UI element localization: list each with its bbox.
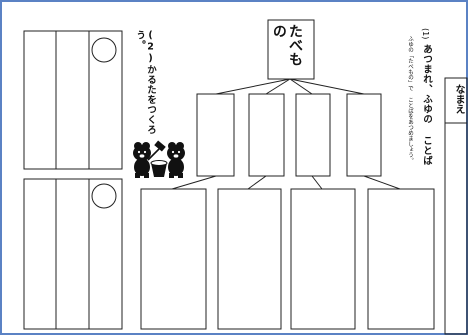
- section1-title: あつまれ、ふゆの ことば: [421, 44, 432, 166]
- word-boxes-upper: [196, 93, 382, 177]
- word-box-upper-3: [295, 93, 331, 177]
- word-box-lower-3: [290, 188, 356, 330]
- word-web-lines: [171, 78, 401, 190]
- word-box-upper-2: [248, 93, 285, 177]
- karuta-initial-circle-bottom: [91, 183, 117, 209]
- name-field-box: [444, 77, 468, 335]
- section1-number: (1): [421, 28, 430, 40]
- section2-title: (2)かるたをつくろう。: [134, 30, 156, 135]
- bear-cubs-making-mochi-icon: [133, 140, 185, 178]
- center-word-label: たべもの: [270, 24, 303, 66]
- word-box-lower-2: [217, 188, 282, 330]
- karuta-card-bottom: [23, 178, 123, 330]
- word-box-lower-4: [367, 188, 435, 330]
- word-box-upper-1: [196, 93, 235, 177]
- section1-instruction: ふゆの「たべもの」で ことばをあつめましょう。: [407, 36, 413, 163]
- name-field-label: なまえ: [453, 84, 464, 114]
- karuta-card-top: [23, 30, 123, 170]
- word-box-upper-4: [346, 93, 382, 177]
- word-box-lower-1: [140, 188, 207, 330]
- karuta-initial-circle-top: [91, 37, 117, 63]
- center-word-box: [267, 19, 315, 80]
- word-boxes-lower: [140, 188, 435, 330]
